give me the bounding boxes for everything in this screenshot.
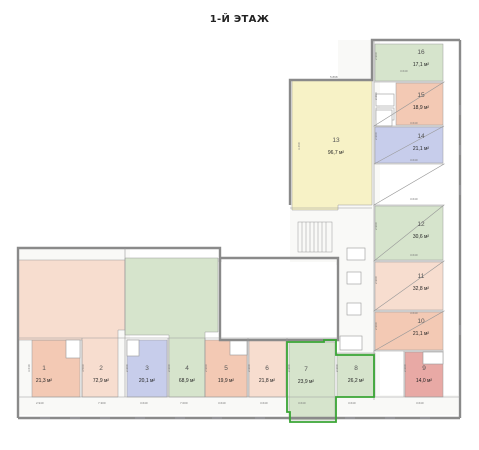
staircase — [297, 221, 333, 253]
floor-title: 1-Й ЭТАЖ — [209, 14, 270, 25]
room-13-dimension-2: 3.460 — [297, 142, 301, 150]
room-9-number: 9 — [422, 365, 426, 372]
room-1-dimension-1: 2.940 — [36, 401, 44, 405]
room-16-dimension-1: 3.640 — [400, 69, 408, 73]
room-7-dimension-1: 3.640 — [298, 401, 306, 405]
room-8-shape[interactable] — [336, 352, 376, 398]
room-2-dimension-1: 7.300 — [98, 401, 106, 405]
room-5-dimension-1: 3.640 — [218, 401, 226, 405]
room-16-shape[interactable] — [374, 43, 444, 82]
room-6-dimension-2: 2.900 — [247, 364, 251, 372]
room-4-area: 68,9 м² — [179, 378, 196, 384]
room-9-dimension-2: 2.900 — [403, 364, 407, 372]
partition-east-rooms — [372, 81, 446, 352]
room-9-area: 14,0 м² — [416, 378, 433, 384]
room-14-number: 14 — [417, 133, 425, 140]
room-10-dimension-1: 3.640 — [410, 311, 418, 315]
wc-room-3 — [126, 339, 140, 357]
room-10-area: 21,1 м² — [413, 331, 430, 337]
room-13-shape[interactable] — [291, 79, 373, 211]
wc-room-15 — [375, 93, 395, 107]
room-6-dimension-1: 3.640 — [260, 401, 268, 405]
walls — [16, 38, 462, 420]
room-7-highlight — [286, 339, 375, 423]
room-6-number: 6 — [265, 365, 269, 372]
room-5-number: 5 — [224, 365, 228, 372]
room-15-number: 15 — [417, 92, 425, 99]
room-6-shape[interactable] — [248, 339, 287, 398]
room-10-dimension-2: 2.900 — [374, 322, 378, 330]
room-4-dimension-2: 2.900 — [167, 364, 171, 372]
room-16-area: 17,1 м² — [413, 62, 430, 68]
wc-room-5 — [229, 339, 248, 356]
room-7-dimension-2: 2.900 — [287, 364, 291, 372]
room-7-area: 23,9 м² — [298, 379, 315, 385]
room-14-dimension-2: 2.900 — [374, 132, 378, 140]
room-8-dimension-2: 2.900 — [335, 364, 339, 372]
room-1-number: 1 — [42, 365, 46, 372]
room-16-number: 16 — [417, 49, 425, 56]
room-2-number: 2 — [99, 365, 103, 372]
wc-east-1 — [346, 247, 366, 261]
room-8-dimension-1: 3.640 — [348, 401, 356, 405]
room-11-dimension-2: 2.900 — [374, 276, 378, 284]
room-3-area: 20,1 м² — [139, 378, 156, 384]
room-8-number: 8 — [354, 365, 358, 372]
wc-east-4 — [339, 335, 363, 351]
room-14-dimension-1: 3.640 — [410, 158, 418, 162]
inner-wall-courtyard — [218, 256, 340, 342]
room-10-number: 10 — [417, 318, 425, 325]
wc-east-3 — [346, 302, 362, 316]
room-6-area: 21,8 м² — [259, 378, 276, 384]
room-12-dimension-1: 3.640 — [410, 197, 418, 201]
outer-wall-north-east — [288, 38, 460, 205]
lower-corridor — [18, 395, 458, 415]
room-8-area: 26,2 м² — [348, 378, 365, 384]
room-labels: 1 21,3 м² 2.940 3.640 2 72,9 м² 7.300 3.500 3 20,… — [27, 49, 432, 405]
room-15-shape[interactable] — [395, 82, 444, 126]
room-4-number: 4 — [185, 365, 189, 372]
service-rooms — [65, 93, 444, 365]
wall-west-block — [125, 246, 222, 262]
facade-windows — [40, 60, 461, 419]
room-15-dimension-2: 2.900 — [374, 92, 378, 100]
room-12-area: 30,6 м² — [413, 234, 430, 240]
room-7-shape[interactable] — [288, 341, 336, 421]
room-2-dimension-2: 3.500 — [81, 364, 85, 372]
room-15-dimension-1: 3.640 — [410, 121, 418, 125]
room-4-dimension-1: 7.000 — [180, 401, 188, 405]
room-1-area: 21,3 м² — [36, 378, 53, 384]
room-7-number: 7 — [304, 366, 308, 373]
room-13-dimension-1: 5.898 — [330, 75, 338, 79]
room-5-area: 19,9 м² — [218, 378, 235, 384]
room-1-dimension-2: 3.640 — [27, 364, 31, 372]
room-2-area: 72,9 м² — [93, 378, 110, 384]
room-12-dimension-2: 2.900 — [374, 222, 378, 230]
room-11-dimension-1: 3.640 — [410, 253, 418, 257]
room-13-area: 96,7 м² — [328, 150, 345, 156]
room-3-dimension-2: 2.900 — [125, 364, 129, 372]
room-13-number: 13 — [332, 137, 340, 144]
room-3-dimension-1: 3.640 — [140, 401, 148, 405]
wc-room-1 — [65, 339, 81, 359]
room-11-area: 32,8 м² — [413, 286, 430, 292]
staircase-frame — [297, 221, 333, 253]
wc-east-2 — [346, 271, 362, 285]
outer-wall-west — [16, 246, 125, 418]
room-15-area: 18,9 м² — [413, 105, 430, 111]
wc-room-9 — [422, 351, 444, 365]
room-12-number: 12 — [417, 221, 425, 228]
wc-room-14 — [375, 109, 393, 127]
room-11-number: 11 — [418, 273, 425, 280]
room-3-number: 3 — [145, 365, 149, 372]
courtyard — [222, 262, 336, 336]
room-5-dimension-2: 2.900 — [204, 364, 208, 372]
room-14-area: 21,1 м² — [413, 146, 430, 152]
room-9-dimension-1: 3.640 — [416, 401, 424, 405]
room-16-dimension-2: 2.900 — [374, 52, 378, 60]
